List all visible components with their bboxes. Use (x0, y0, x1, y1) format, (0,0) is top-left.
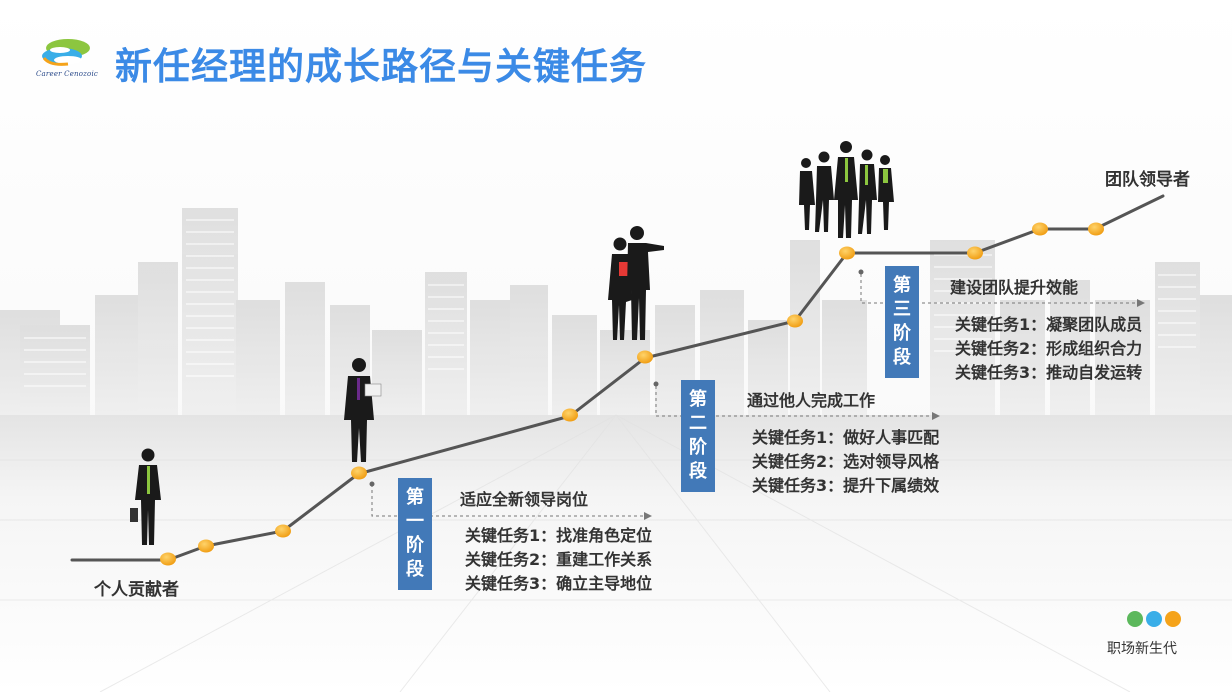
team-icon (799, 141, 894, 238)
logo-text: Career Cenozoic (36, 70, 99, 78)
page-title: 新任经理的成长路径与关键任务 (115, 45, 647, 88)
path-node (967, 246, 983, 260)
stage-1-tasks: 关键任务1：找准角色定位 关键任务2：重建工作关系 关键任务3：确立主导地位 (465, 524, 652, 596)
stage-3-badge: 第 三 阶 段 (885, 266, 919, 378)
arrow-heads (644, 299, 1145, 520)
path-node (839, 246, 855, 260)
path-node (351, 466, 367, 480)
stage-2-badge: 第 二 阶 段 (681, 380, 715, 492)
stage-3-title: 建设团队提升效能 (950, 278, 1079, 297)
badge-char: 第 (689, 389, 707, 410)
task-item: 关键任务3：确立主导地位 (465, 574, 653, 593)
path-node (1032, 222, 1048, 236)
career-cenozoic-logo (42, 39, 90, 66)
badge-char: 阶 (689, 437, 707, 458)
path-node (787, 314, 803, 328)
badge-char: 阶 (406, 535, 424, 556)
building-windows (24, 219, 1196, 387)
stage-3-tasks: 关键任务1：凝聚团队成员 关键任务2：形成组织合力 关键任务3：推动自发运转 (955, 313, 1142, 385)
badge-char: 第 (893, 275, 911, 296)
task-item: 关键任务3：提升下属绩效 (752, 476, 940, 495)
badge-char: 段 (689, 461, 707, 482)
badge-char: 段 (893, 347, 911, 368)
stage-2-title: 通过他人完成工作 (747, 391, 876, 410)
path-node (1088, 222, 1104, 236)
brand-dots-icon (1127, 611, 1181, 627)
path-node (275, 524, 291, 538)
badge-char: 第 (406, 487, 424, 508)
floor (0, 415, 1232, 692)
end-label: 团队领导者 (1105, 170, 1190, 190)
task-item: 关键任务1：凝聚团队成员 (955, 315, 1143, 334)
badge-char: 一 (406, 511, 424, 532)
start-label: 个人贡献者 (94, 580, 179, 600)
brand-name: 职场新生代 (1107, 641, 1177, 657)
path-node (637, 350, 653, 364)
path-node (562, 408, 578, 422)
connector-dots (369, 269, 864, 487)
task-item: 关键任务3：推动自发运转 (955, 363, 1143, 382)
task-item: 关键任务2：重建工作关系 (465, 550, 653, 569)
task-item: 关键任务1：找准角色定位 (465, 526, 653, 545)
task-item: 关键任务1：做好人事匹配 (752, 428, 940, 447)
task-item: 关键任务2：形成组织合力 (955, 339, 1143, 358)
badge-char: 段 (406, 559, 424, 580)
floor-lines (0, 414, 1232, 692)
path-node (198, 539, 214, 553)
badge-char: 二 (689, 413, 707, 434)
stage-2-tasks: 关键任务1：做好人事匹配 关键任务2：选对领导风格 关键任务3：提升下属绩效 (752, 426, 939, 498)
stage-connectors (371, 274, 1140, 517)
badge-char: 三 (893, 299, 911, 320)
stage-1-badge: 第 一 阶 段 (398, 478, 432, 590)
path-node (160, 552, 176, 566)
task-item: 关键任务2：选对领导风格 (752, 452, 940, 471)
business-couple-icon (608, 226, 664, 340)
businessman-reading-icon (344, 358, 382, 462)
businessman-icon (130, 448, 161, 545)
path-nodes (160, 222, 1104, 566)
badge-char: 阶 (893, 323, 911, 344)
stage-1-title: 适应全新领导岗位 (460, 490, 589, 509)
